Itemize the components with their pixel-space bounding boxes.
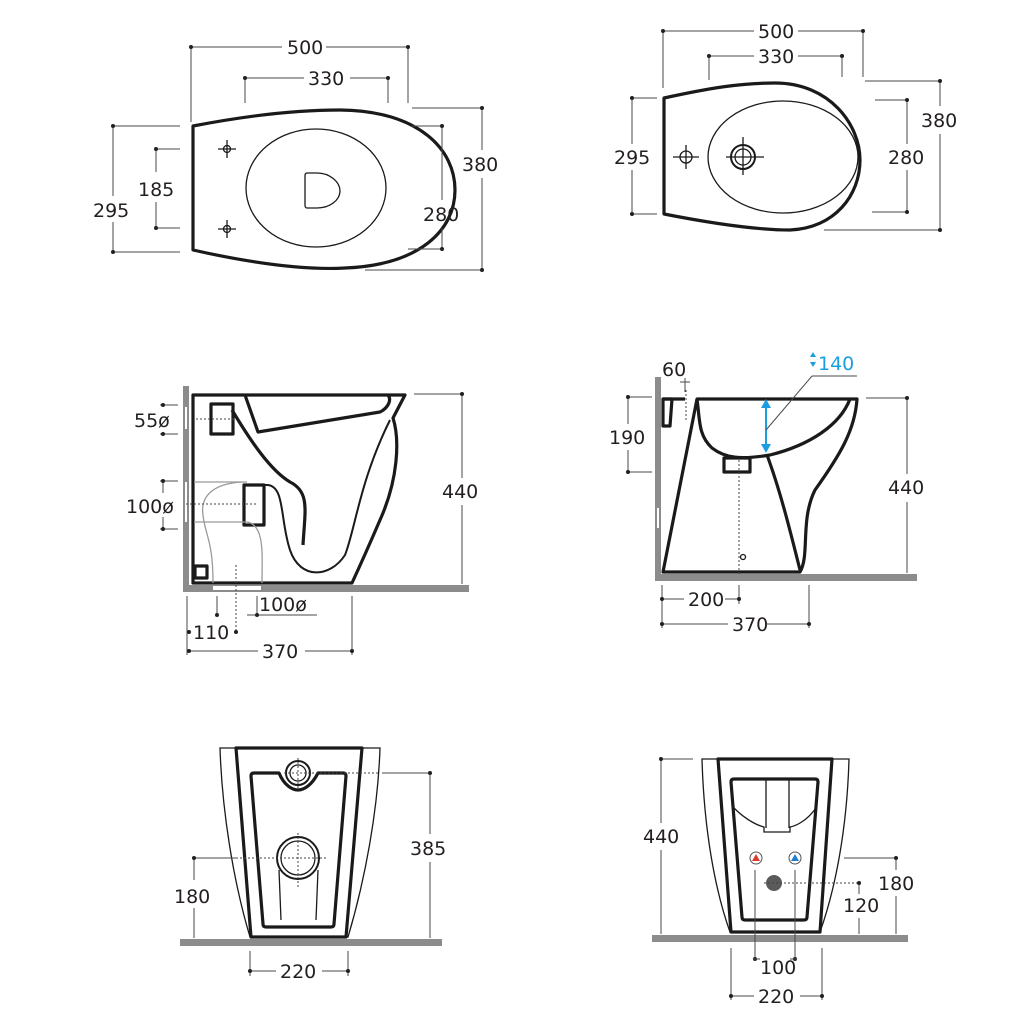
dim-bidet-top-bowl-length: 330 [758, 46, 794, 68]
dim-bidet-side-drain-offset: 200 [688, 589, 724, 611]
dim-toilet-rear-base-width: 220 [280, 961, 316, 983]
cold-water-supply-icon [788, 851, 802, 865]
dim-toilet-side-height: 440 [442, 481, 478, 503]
toilet-side-section: 440 55ø 100ø 100ø 110 370 [126, 386, 478, 663]
dim-toilet-side-outlet-floor: 100ø [259, 594, 307, 616]
drain-hole-icon [726, 137, 764, 175]
dim-toilet-top-fixing-spacing: 185 [138, 179, 174, 201]
fixing-hole-icon [218, 140, 236, 158]
tap-hole-icon [673, 145, 699, 169]
dim-bidet-rear-height: 440 [643, 826, 679, 848]
dim-toilet-rear-inlet-height: 385 [410, 838, 446, 860]
dim-toilet-top-rear-width: 295 [93, 200, 129, 222]
dim-toilet-side-floor-offset: 110 [193, 622, 229, 644]
dim-bidet-side-drain-height: 190 [609, 427, 645, 449]
bidet-rear-view: 440 180 120 100 220 [643, 757, 914, 1008]
dim-toilet-side-outlet-wall: 100ø [126, 496, 174, 518]
bowl-depth-arrow-icon [761, 399, 771, 453]
dim-bidet-rear-supply-height: 180 [878, 873, 914, 895]
dim-bidet-side-height: 440 [888, 477, 924, 499]
outlet-hole-icon [240, 833, 328, 921]
dim-bidet-top-length: 500 [758, 21, 794, 43]
bidet-side-section: 140 60 190 440 200 370 [609, 352, 924, 636]
inlet-hole-icon [284, 758, 378, 789]
dim-bidet-rear-supply-spacing: 100 [760, 957, 796, 979]
dim-toilet-side-inlet: 55ø [134, 410, 170, 432]
toilet-rear-view: 385 180 220 [174, 746, 446, 983]
drain-hole-icon [764, 875, 860, 891]
dim-toilet-top-width: 380 [462, 154, 498, 176]
floor [652, 935, 908, 942]
floor [183, 585, 469, 592]
dim-bidet-side-tap-offset: 60 [662, 359, 686, 381]
wall [655, 377, 661, 581]
floor [180, 939, 442, 946]
dim-toilet-top-bowl-length: 330 [308, 68, 344, 90]
dim-bidet-rear-drain-height: 120 [843, 895, 879, 917]
dim-bidet-rear-base-width: 220 [758, 986, 794, 1008]
fixing-hole-icon [218, 220, 236, 238]
dim-toilet-rear-outlet-height: 180 [174, 886, 210, 908]
dim-bidet-top-bowl-width: 280 [888, 147, 924, 169]
floor [655, 574, 917, 581]
dim-bidet-top-width: 380 [921, 110, 957, 132]
dim-toilet-top-length: 500 [287, 37, 323, 59]
dim-bidet-top-rear-width: 295 [614, 147, 650, 169]
toilet-top-view: 500 330 380 280 295 185 [93, 37, 498, 272]
hot-water-supply-icon [749, 851, 763, 865]
dim-toilet-side-depth: 370 [262, 641, 298, 663]
dim-bidet-side-bowl-depth: 140 [818, 353, 854, 375]
bidet-top-view: 500 330 380 280 295 [614, 21, 957, 232]
dim-toilet-top-bowl-width: 280 [423, 204, 459, 226]
dim-bidet-side-depth: 370 [732, 614, 768, 636]
